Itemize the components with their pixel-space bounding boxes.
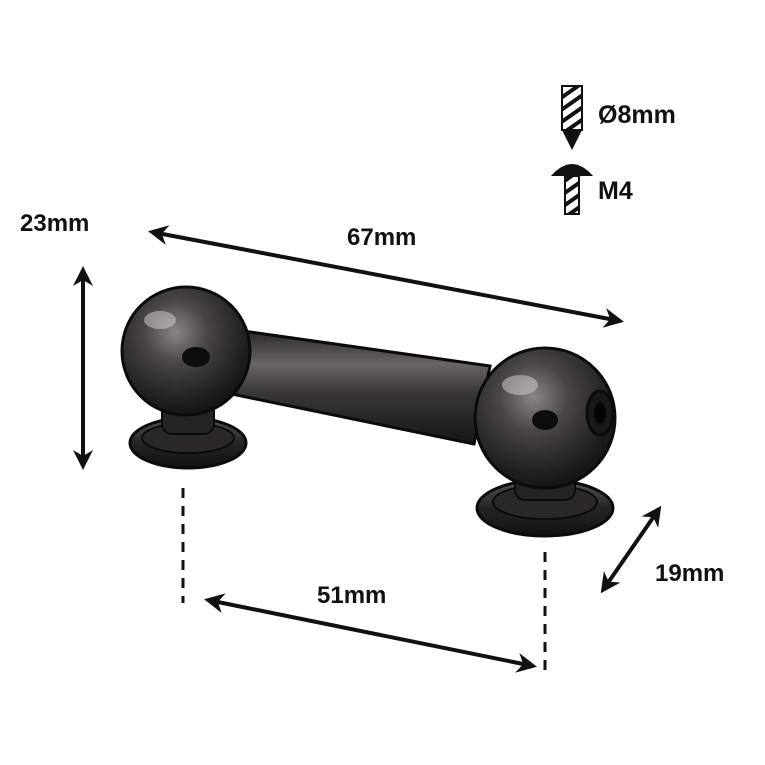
depth-arrow bbox=[600, 505, 662, 594]
height-dimension: 23mm bbox=[20, 210, 93, 470]
hole-spacing-label: 51mm bbox=[317, 582, 386, 609]
cabinet-handle-illustration bbox=[120, 285, 617, 538]
depth-label: 19mm bbox=[655, 560, 724, 587]
depth-dimension: 19mm bbox=[600, 505, 724, 594]
length-dimension: 67mm bbox=[148, 224, 624, 328]
length-label: 67mm bbox=[347, 224, 416, 251]
drill-bit-icon bbox=[561, 85, 583, 150]
height-label: 23mm bbox=[20, 210, 89, 237]
screw-size-label: M4 bbox=[598, 177, 633, 205]
screw-icon bbox=[551, 164, 593, 215]
hole-spacing-dimension: 51mm bbox=[181, 488, 547, 673]
hole-spacing-arrow bbox=[204, 593, 537, 673]
length-arrow bbox=[148, 225, 624, 328]
drill-size-label: Ø8mm bbox=[598, 101, 676, 129]
